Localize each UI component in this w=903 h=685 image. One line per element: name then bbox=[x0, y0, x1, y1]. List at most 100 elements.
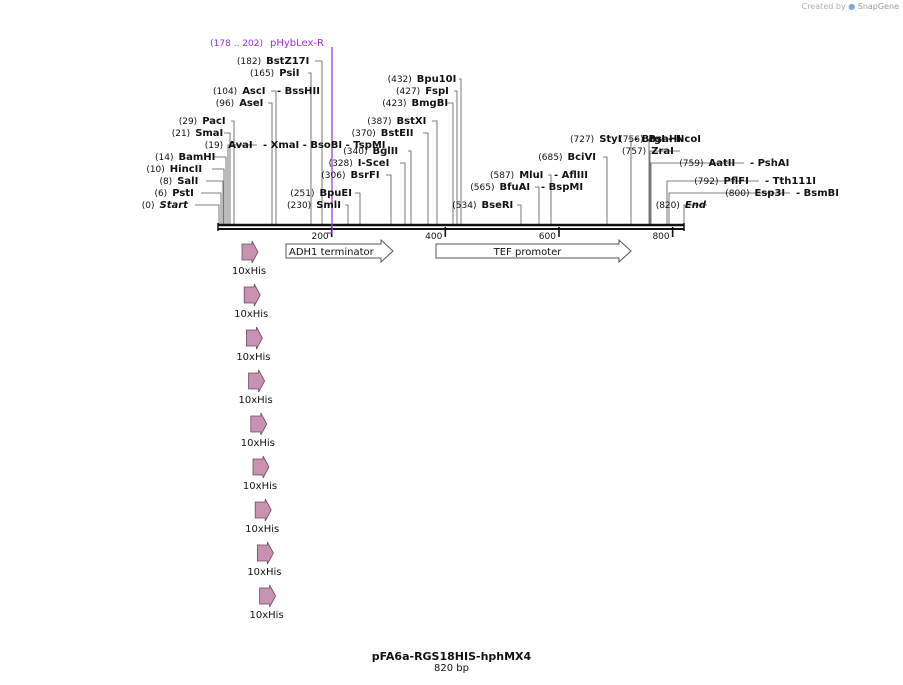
site-position: (756) bbox=[619, 135, 643, 145]
site-position: (759) bbox=[679, 159, 703, 169]
his-tag-label: 10xHis bbox=[245, 524, 279, 535]
site-connector-line bbox=[459, 78, 462, 225]
his-tag-label: 10xHis bbox=[232, 266, 266, 277]
site-position: (340) bbox=[343, 147, 367, 157]
site-name: BmgBI bbox=[412, 98, 449, 109]
plasmid-name: pFA6a-RGS18HIS-hphMX4 bbox=[371, 650, 532, 663]
site-position: (6) bbox=[154, 189, 167, 199]
site-lines bbox=[195, 60, 790, 225]
backbone bbox=[217, 223, 685, 231]
site-name: BamHI bbox=[179, 152, 216, 163]
site-name: BseRI bbox=[482, 200, 514, 211]
site-name: End bbox=[685, 200, 707, 211]
site-name: PstI bbox=[172, 188, 194, 199]
site-extra-names: - BsmBI bbox=[796, 188, 839, 199]
site-extra-names: - BtgI - NcoI bbox=[634, 134, 701, 145]
site-connector-line bbox=[386, 174, 392, 225]
site-position: (800) bbox=[725, 189, 749, 199]
site-name: Esp3I bbox=[755, 188, 786, 199]
site-connector-line bbox=[517, 204, 522, 225]
site-position: (432) bbox=[388, 75, 412, 85]
his-tags: 10xHis 10xHis 10xHis 10xHis 10xHis 10xHis 10xH… bbox=[232, 240, 284, 621]
his-tag-arrow-icon bbox=[250, 412, 268, 436]
site-connector-line bbox=[308, 72, 312, 225]
site-position: (251) bbox=[290, 189, 314, 199]
site-connector-line bbox=[548, 174, 552, 225]
site-name: BsrFI bbox=[351, 170, 380, 181]
scale-tick-label: 600 bbox=[539, 232, 556, 242]
site-name: BglII bbox=[373, 146, 399, 157]
site-position: (104) bbox=[213, 87, 237, 97]
snapgene-logo-icon: ● bbox=[848, 2, 856, 11]
site-position: (820) bbox=[656, 201, 680, 211]
site-connector-line bbox=[206, 180, 224, 225]
his-tag-arrow-icon bbox=[246, 326, 263, 350]
site-name: BstEII bbox=[381, 128, 414, 139]
site-extra-names: - AflIII bbox=[554, 170, 588, 181]
site-name: HincII bbox=[170, 164, 202, 175]
site-connector-line bbox=[683, 204, 707, 225]
site-name: BstXI bbox=[397, 116, 427, 127]
site-connector-line bbox=[649, 150, 680, 225]
site-name: ZraI bbox=[651, 146, 674, 157]
site-position: (10) bbox=[146, 165, 164, 175]
credit-brand: SnapGene bbox=[857, 2, 899, 11]
site-position: (423) bbox=[382, 99, 406, 109]
snapgene-credit: Created by ● SnapGene bbox=[802, 2, 899, 11]
site-connector-line bbox=[648, 138, 684, 225]
site-connector-line bbox=[201, 192, 222, 225]
site-name: MluI bbox=[519, 170, 543, 181]
his-tag-arrow-icon bbox=[259, 584, 277, 608]
site-connector-line bbox=[423, 132, 429, 225]
site-position: (534) bbox=[452, 201, 476, 211]
site-connector-line bbox=[668, 192, 790, 225]
site-position: (370) bbox=[352, 129, 376, 139]
site-position: (96) bbox=[216, 99, 234, 109]
feature-label: TEF promoter bbox=[493, 247, 563, 258]
site-name: Bpu10I bbox=[417, 74, 457, 85]
site-position: (0) bbox=[142, 201, 155, 211]
site-position: (427) bbox=[396, 87, 420, 97]
site-connector-line bbox=[315, 60, 323, 225]
primer: (178 .. 202) pHybLex-R bbox=[210, 38, 333, 234]
site-connector-line bbox=[227, 144, 257, 225]
site-extra-names: - PshAI bbox=[750, 158, 789, 169]
site-connector-line bbox=[271, 90, 277, 225]
site-position: (328) bbox=[329, 159, 353, 169]
site-connector-line bbox=[666, 180, 759, 225]
site-connector-line bbox=[212, 168, 225, 225]
his-tag-arrow-icon bbox=[252, 455, 270, 479]
site-connector-line bbox=[650, 162, 744, 225]
site-connector-line bbox=[355, 192, 361, 225]
site-position: (182) bbox=[237, 57, 261, 67]
site-connector-line bbox=[268, 102, 273, 225]
site-position: (306) bbox=[321, 171, 345, 181]
his-tag-label: 10xHis bbox=[234, 309, 268, 320]
site-connector-line bbox=[603, 156, 608, 225]
his-tag-label: 10xHis bbox=[247, 567, 281, 578]
site-connector-line bbox=[454, 90, 458, 225]
site-position: (21) bbox=[172, 129, 190, 139]
site-name: BpuEI bbox=[320, 188, 352, 199]
primer-range: (178 .. 202) bbox=[210, 39, 263, 49]
site-position: (387) bbox=[367, 117, 391, 127]
his-tag-label: 10xHis bbox=[239, 395, 273, 406]
primer-name: pHybLex-R bbox=[270, 38, 324, 49]
site-position: (8) bbox=[159, 177, 172, 187]
site-connector-line bbox=[195, 204, 220, 225]
site-position: (165) bbox=[250, 69, 274, 79]
site-labels: Start(0)PstI(6)SalI(8)HincII(10)BamHI(14… bbox=[142, 56, 839, 211]
plasmid-length: 820 bp bbox=[434, 663, 469, 674]
his-tag-label: 10xHis bbox=[241, 438, 275, 449]
site-connector-line bbox=[447, 102, 454, 225]
site-connector-line bbox=[535, 186, 540, 225]
site-connector-line bbox=[214, 156, 227, 225]
site-connector-line bbox=[231, 120, 235, 225]
site-extra-names: - BspMI bbox=[541, 182, 583, 193]
his-tag-label: 10xHis bbox=[236, 352, 270, 363]
site-connector-line bbox=[224, 132, 231, 225]
